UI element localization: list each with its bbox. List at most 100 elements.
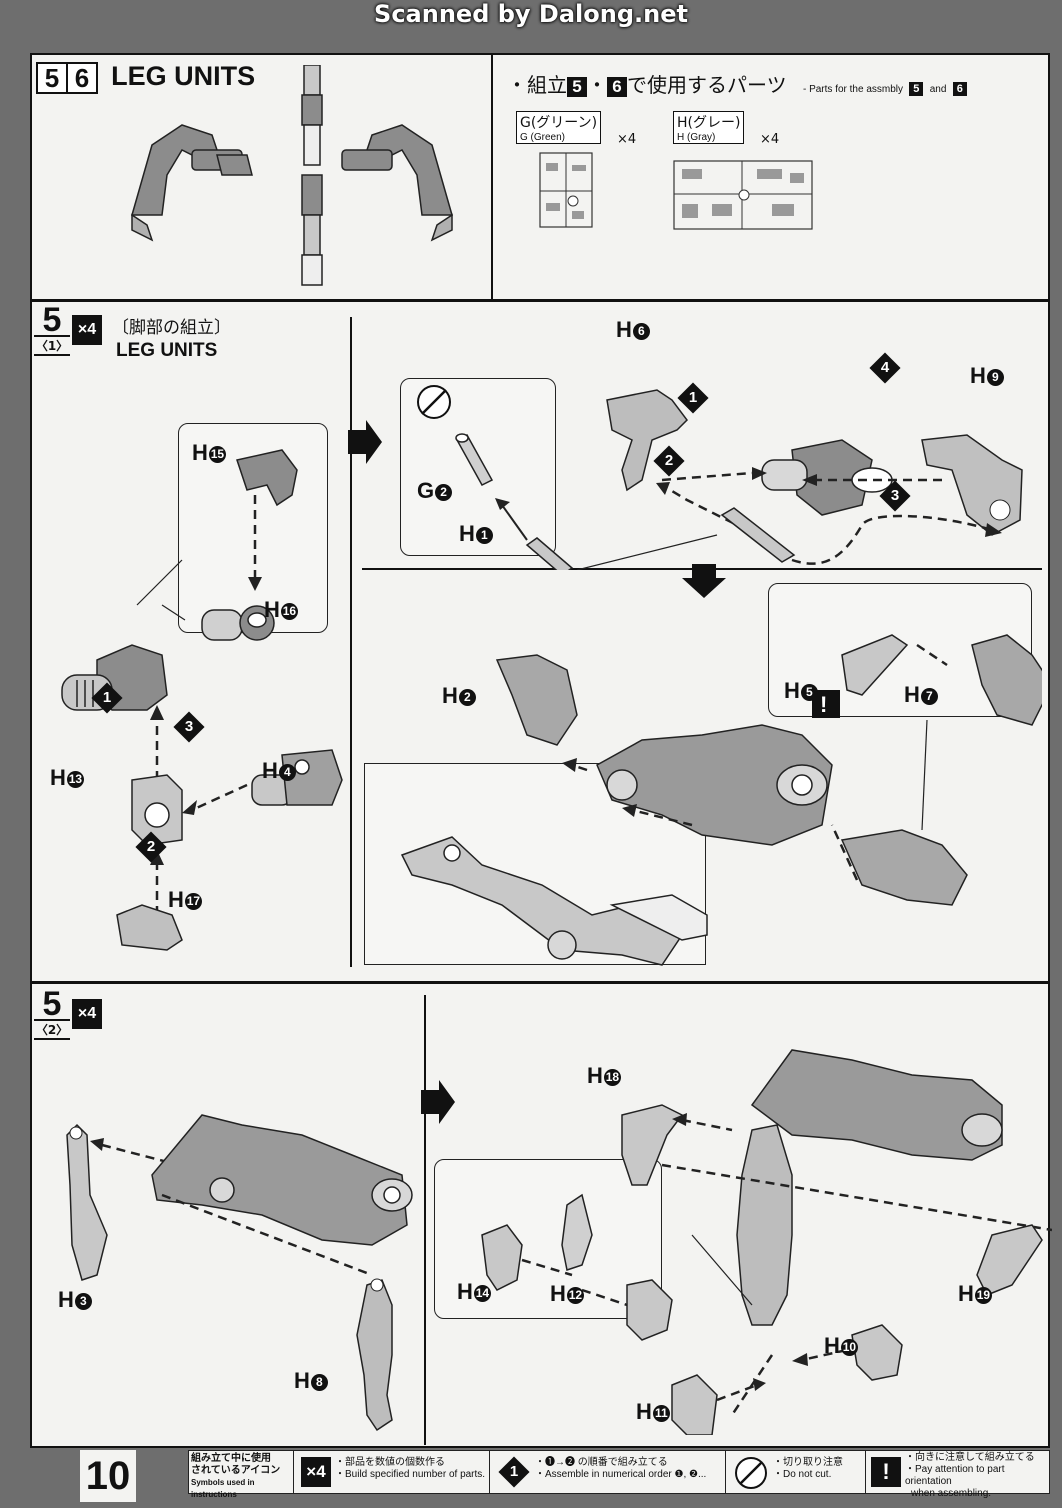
- legend-title-1: 組み立て中に使用: [191, 1453, 271, 1464]
- inset-ankle-parts: [434, 1159, 662, 1319]
- arrow-down-step1: [682, 564, 726, 598]
- legend-2-en: ・Assemble in numerical order ❶, ❷...: [535, 1469, 707, 1480]
- legend-title-3: Symbols used in instructions: [191, 1478, 255, 1499]
- step2-multiplier: ×4: [72, 999, 102, 1029]
- svg-text:!: !: [820, 692, 827, 717]
- step1-left-assembly: [61, 449, 343, 951]
- divider-top-vertical: [491, 55, 493, 301]
- legend-1-en: ・Build specified number of parts.: [335, 1469, 486, 1480]
- order-marker-2b: 2: [653, 445, 685, 477]
- legend-4-en-1: ・Pay attention to part orientation: [905, 1464, 1005, 1487]
- legend-3-jp: ・切り取り注意: [773, 1457, 843, 1468]
- legend-4-en-2: when assembling.: [911, 1488, 992, 1499]
- step2-right-assembly: [481, 1049, 1052, 1435]
- legend-2-text: ・❶→❷ の順番で組み立てる ・Assemble in numerical or…: [535, 1457, 706, 1481]
- step1-title-en: LEG UNITS: [116, 340, 218, 361]
- legend-1-jp: ・部品を数値の個数作る: [335, 1457, 445, 1468]
- parts-heading-suffix: で使用するパーツ: [627, 73, 787, 97]
- legend-multiplier-icon: ×4: [301, 1457, 331, 1487]
- parts-caption: - Parts for the assmbly: [802, 84, 903, 95]
- legend-2-jp: ・❶→❷ の順番で組み立てる: [535, 1457, 668, 1468]
- legend-3-en: ・Do not cut.: [773, 1469, 832, 1480]
- step2-left-assembly: [66, 1114, 413, 1432]
- legend-4-jp: ・向きに注意して組み立てる: [905, 1452, 1035, 1463]
- caption-step-5: 5: [909, 82, 924, 96]
- step1-number: 5: [42, 301, 62, 339]
- divider-middle: [32, 981, 1048, 984]
- scan-watermark: Scanned by Dalong.net: [374, 0, 688, 28]
- step2-number-block: 5 〈2〉: [34, 985, 70, 1040]
- divider-top: [32, 299, 1048, 302]
- arrow-right-step1: [348, 420, 382, 464]
- step1-upper-assembly: [417, 385, 1023, 570]
- runner-g-label: G(グリーン): [520, 115, 598, 131]
- order-marker-4: 4: [869, 352, 901, 384]
- legend-1-text: ・部品を数値の個数作る ・Build specified number of p…: [335, 1457, 485, 1481]
- runner-h-label: H(グレー): [677, 115, 741, 131]
- parts-step-6: 6: [607, 77, 627, 97]
- runner-h-sub: H (Gray): [677, 132, 716, 143]
- runner-h-diagram: [673, 160, 813, 230]
- runner-h-label-box: H(グレー) H (Gray): [673, 111, 745, 144]
- step2-column-divider: [424, 995, 426, 1445]
- order-marker-3: 3: [173, 711, 205, 743]
- runner-g-label-box: G(グリーン) G (Green): [516, 111, 602, 144]
- legend-do-not-cut-icon: [735, 1457, 767, 1489]
- legend-bar: 組み立て中に使用 されているアイコン Symbols used in instr…: [188, 1450, 1050, 1499]
- legend-3-text: ・切り取り注意 ・Do not cut.: [773, 1457, 843, 1481]
- step2-number: 5: [42, 985, 62, 1023]
- step1-title-jp: 〔脚部の組立〕: [112, 318, 231, 338]
- step-box-6: 6: [68, 62, 98, 94]
- legend-title: 組み立て中に使用 されているアイコン Symbols used in instr…: [191, 1453, 291, 1501]
- parts-heading-prefix: ・組立: [507, 73, 567, 97]
- step1-sub: 〈1〉: [34, 335, 70, 356]
- caption-step-6: 6: [952, 82, 967, 96]
- arrow-right-step2: [421, 1080, 455, 1124]
- step1-column-divider: [350, 317, 352, 967]
- runner-g-qty: ×4: [617, 132, 637, 147]
- order-marker-2: 2: [135, 831, 167, 863]
- parts-step-5: 5: [567, 77, 587, 97]
- legend-attention-icon: !: [871, 1457, 901, 1487]
- runner-g-sub: G (Green): [520, 132, 566, 143]
- section-title: LEG UNITS: [111, 61, 256, 91]
- order-marker-1: 1: [91, 682, 123, 714]
- order-marker-3b: 3: [879, 480, 911, 512]
- runner-g-diagram: [539, 152, 593, 228]
- step1-lower-assembly: !: [400, 634, 1042, 966]
- step-box-5: 5: [36, 62, 68, 94]
- step1-number-block: 5 〈1〉: [34, 301, 70, 356]
- page-number: 10: [80, 1450, 136, 1502]
- step2-sub: 〈2〉: [34, 1019, 70, 1040]
- caption-and: and: [929, 84, 947, 95]
- order-marker-1b: 1: [677, 382, 709, 414]
- legend-title-2: されているアイコン: [191, 1465, 281, 1476]
- legend-4-text: ・向きに注意して組み立てる ・Pay attention to part ori…: [905, 1452, 1049, 1500]
- runner-h-qty: ×4: [760, 132, 780, 147]
- leg-units-preview: [131, 65, 453, 286]
- parts-heading-dot: ・: [587, 73, 607, 97]
